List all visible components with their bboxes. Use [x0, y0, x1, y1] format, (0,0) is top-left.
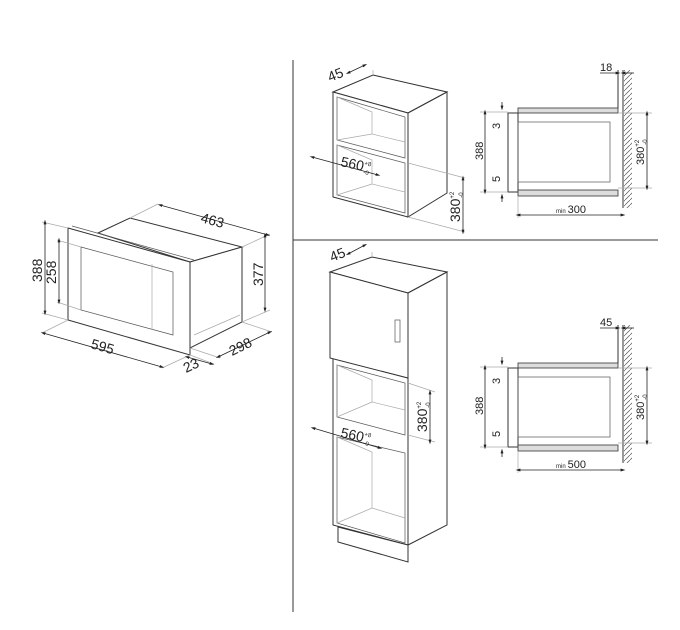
dim-388: 388 [474, 397, 486, 415]
dim-5: 5 [491, 176, 503, 182]
dim-560: 560+8-0 [339, 153, 373, 177]
dim-380: 380+2-0 [414, 401, 432, 432]
dim-45: 45 [325, 64, 346, 85]
dim-line-463 [157, 204, 271, 236]
dim-45: 45 [327, 244, 348, 265]
cabinet-tall-unit: 45 560+8-0 380+2-0 [310, 243, 449, 563]
dim-5: 5 [491, 431, 503, 437]
dim-595: 595 [89, 336, 116, 358]
dim-380: 380+2-0 [447, 191, 465, 222]
dim-560: 560+8-0 [339, 424, 373, 448]
microwave-perspective: 463 388 258 377 595 298 23 [29, 203, 273, 376]
dim-23: 23 [181, 355, 202, 376]
dim-3: 3 [491, 378, 503, 384]
dim-377: 377 [250, 262, 266, 286]
dim-3: 3 [491, 123, 503, 129]
dim-463: 463 [199, 209, 226, 231]
dim-298: 298 [226, 334, 254, 359]
dim-18: 18 [600, 62, 612, 74]
dim-380: 380+2-0 [635, 139, 649, 165]
dim-388: 388 [29, 258, 45, 282]
dim-388: 388 [474, 142, 486, 160]
dim-380: 380+2-0 [635, 394, 649, 420]
dim-258: 258 [43, 260, 59, 284]
dim-45: 45 [600, 317, 612, 329]
cabinet-wall-unit: 45 560+8-0 380+2-0 [309, 63, 466, 235]
